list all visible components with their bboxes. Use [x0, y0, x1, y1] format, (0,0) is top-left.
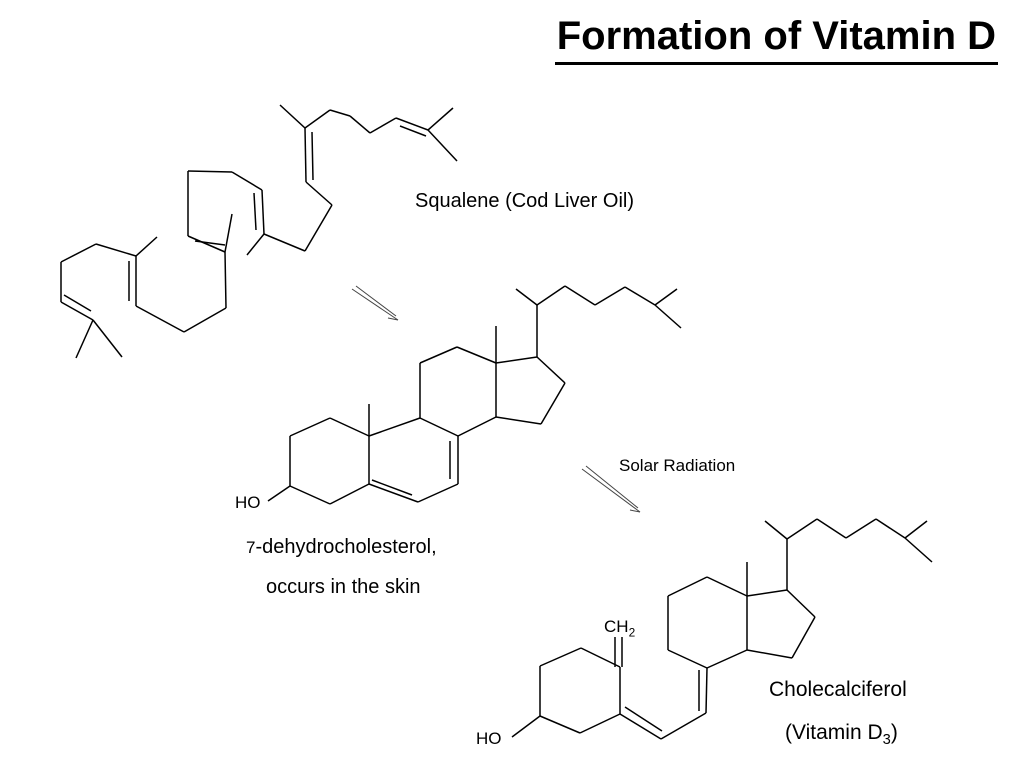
methylene-subscript: 2 — [628, 625, 636, 640]
page-title: Formation of Vitamin D — [554, 10, 998, 65]
cholecalciferol-structure — [511, 518, 933, 740]
dehydrocholesterol-label-line2: occurs in the skin — [266, 576, 421, 598]
vitamin-d3-subscript: 3 — [882, 732, 891, 749]
solar-radiation-label: Solar Radiation — [619, 456, 736, 475]
vitamin-d3-text: (Vitamin D — [785, 721, 883, 744]
dehydro-number: 7 — [246, 538, 256, 557]
vitamin-d3-close: ) — [890, 721, 898, 744]
hydroxyl-label-dehydrocholesterol: HO — [235, 493, 261, 512]
squalene-label: Squalene (Cod Liver Oil) — [415, 190, 634, 212]
dehydrocholesterol-label-line1: 7-dehydrocholesterol, — [246, 536, 437, 559]
reaction-arrow-2 — [581, 465, 641, 513]
dehydro-name: -dehydrocholesterol, — [255, 536, 437, 558]
squalene-structure — [60, 104, 458, 359]
methylene-label: CH2 — [604, 617, 635, 639]
reaction-arrow-1 — [351, 285, 399, 321]
cholecalciferol-label: Cholecalciferol — [769, 678, 907, 701]
methylene-ch: CH — [604, 617, 629, 636]
vitamin-d3-label: (Vitamin D3) — [785, 721, 898, 748]
dehydrocholesterol-structure — [267, 285, 682, 505]
hydroxyl-label-cholecalciferol: HO — [476, 729, 502, 748]
